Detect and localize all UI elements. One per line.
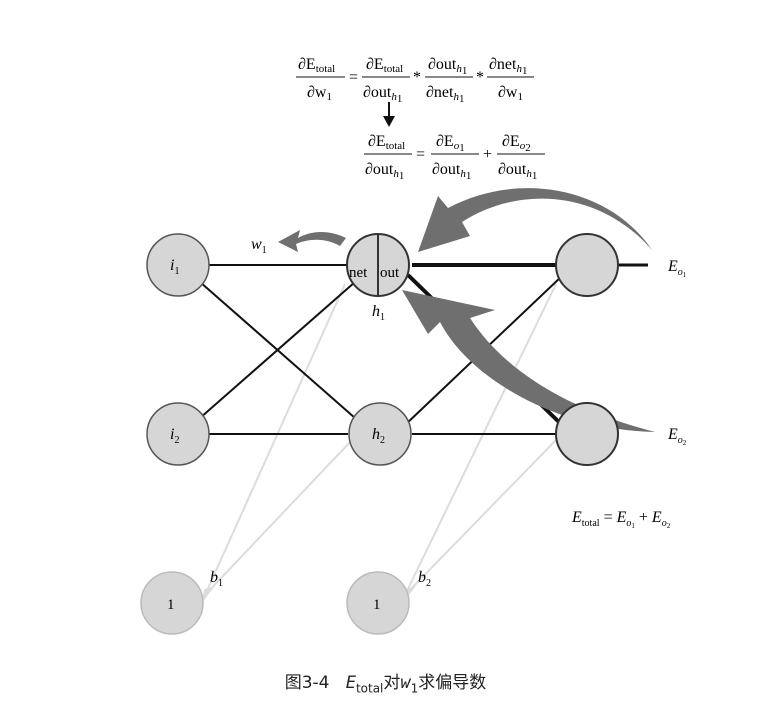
svg-text:∂outh1: ∂outh1 xyxy=(428,56,467,77)
node-h1-label: h1 xyxy=(372,303,385,323)
label-eo1: Eo1 xyxy=(667,258,687,279)
svg-text:∂w1: ∂w1 xyxy=(498,84,523,103)
caption-var: w xyxy=(400,673,411,693)
node-bias2-label: 1 xyxy=(373,597,381,613)
formula-top-equals: = xyxy=(349,69,358,86)
formula-second-lhs: ∂Etotal ∂outh1 xyxy=(364,133,412,182)
formula-second: ∂Etotal ∂outh1 = ∂Eo1 ∂outh1 + ∂Eo2 ∂out… xyxy=(364,133,545,182)
caption-var-sub: 1 xyxy=(410,681,419,696)
node-h2: h2 xyxy=(348,402,412,466)
bias-edges xyxy=(202,283,557,601)
formula-second-term1: ∂Eo1 ∂outh1 xyxy=(431,133,479,182)
node-bias1-label: 1 xyxy=(167,597,175,613)
down-arrow-icon xyxy=(383,102,395,127)
caption-mid: 对 xyxy=(383,673,401,693)
node-bias2: 1 xyxy=(346,571,410,635)
label-b1: b1 xyxy=(210,569,223,589)
svg-text:∂outh1: ∂outh1 xyxy=(365,161,404,182)
svg-text:∂Etotal: ∂Etotal xyxy=(298,56,335,75)
formula-second-term2: ∂Eo2 ∂outh1 xyxy=(497,133,545,182)
caption-sub: total xyxy=(355,681,384,696)
curved-arrow-upper-icon xyxy=(418,188,652,252)
formula-top: ∂Etotal ∂w1 = ∂Etotal ∂outh1 * ∂outh1 ∂n… xyxy=(296,56,534,105)
svg-text:∂neth1: ∂neth1 xyxy=(426,84,464,105)
label-b2: b2 xyxy=(418,569,431,589)
svg-text:∂w1: ∂w1 xyxy=(307,84,332,103)
node-h1-out: out xyxy=(380,265,400,281)
svg-text:∂Etotal: ∂Etotal xyxy=(368,133,405,152)
figure-caption: 图3-4 Etotal对w1求偏导数 xyxy=(0,668,771,695)
svg-text:∂outh1: ∂outh1 xyxy=(432,161,471,182)
node-i1-label: i1 xyxy=(170,257,179,277)
label-eo2: Eo2 xyxy=(667,426,687,447)
label-w1: w1 xyxy=(251,236,267,256)
node-o2 xyxy=(555,402,619,466)
formula-second-plus: + xyxy=(483,146,492,163)
total-error-equation: Etotal=Eo1+Eo2 xyxy=(571,509,671,530)
backprop-arrows xyxy=(278,188,655,432)
caption-symbol: E xyxy=(345,673,356,693)
node-h2-label: h2 xyxy=(372,426,385,446)
node-i1: i1 xyxy=(146,233,210,297)
formula-top-term3: ∂neth1 ∂w1 xyxy=(487,56,534,103)
formula-top-term1: ∂Etotal ∂outh1 xyxy=(362,56,410,105)
formula-top-term2: ∂outh1 ∂neth1 xyxy=(425,56,473,105)
formula-second-equals: = xyxy=(416,146,425,163)
node-i2: i2 xyxy=(146,402,210,466)
svg-text:∂outh1: ∂outh1 xyxy=(498,161,537,182)
node-o1 xyxy=(555,233,619,297)
node-bias1: 1 xyxy=(140,571,204,635)
formula-top-lhs: ∂Etotal ∂w1 xyxy=(296,56,345,103)
node-h1: net out h1 xyxy=(346,233,410,323)
svg-text:∂Eo2: ∂Eo2 xyxy=(502,133,531,154)
formula-top-mul1: * xyxy=(413,69,421,86)
formula-top-mul2: * xyxy=(476,69,484,86)
svg-text:∂Eo1: ∂Eo1 xyxy=(436,133,465,154)
svg-text:∂Etotal: ∂Etotal xyxy=(366,56,403,75)
curved-arrow-lower-icon xyxy=(402,290,655,432)
svg-text:∂outh1: ∂outh1 xyxy=(363,84,402,105)
node-h1-net: net xyxy=(349,265,368,281)
curved-arrow-small-icon xyxy=(278,230,346,252)
svg-text:∂neth1: ∂neth1 xyxy=(489,56,527,77)
node-i2-label: i2 xyxy=(170,426,179,446)
caption-tail: 求偏导数 xyxy=(418,673,487,693)
caption-fig: 图3-4 xyxy=(284,673,330,693)
